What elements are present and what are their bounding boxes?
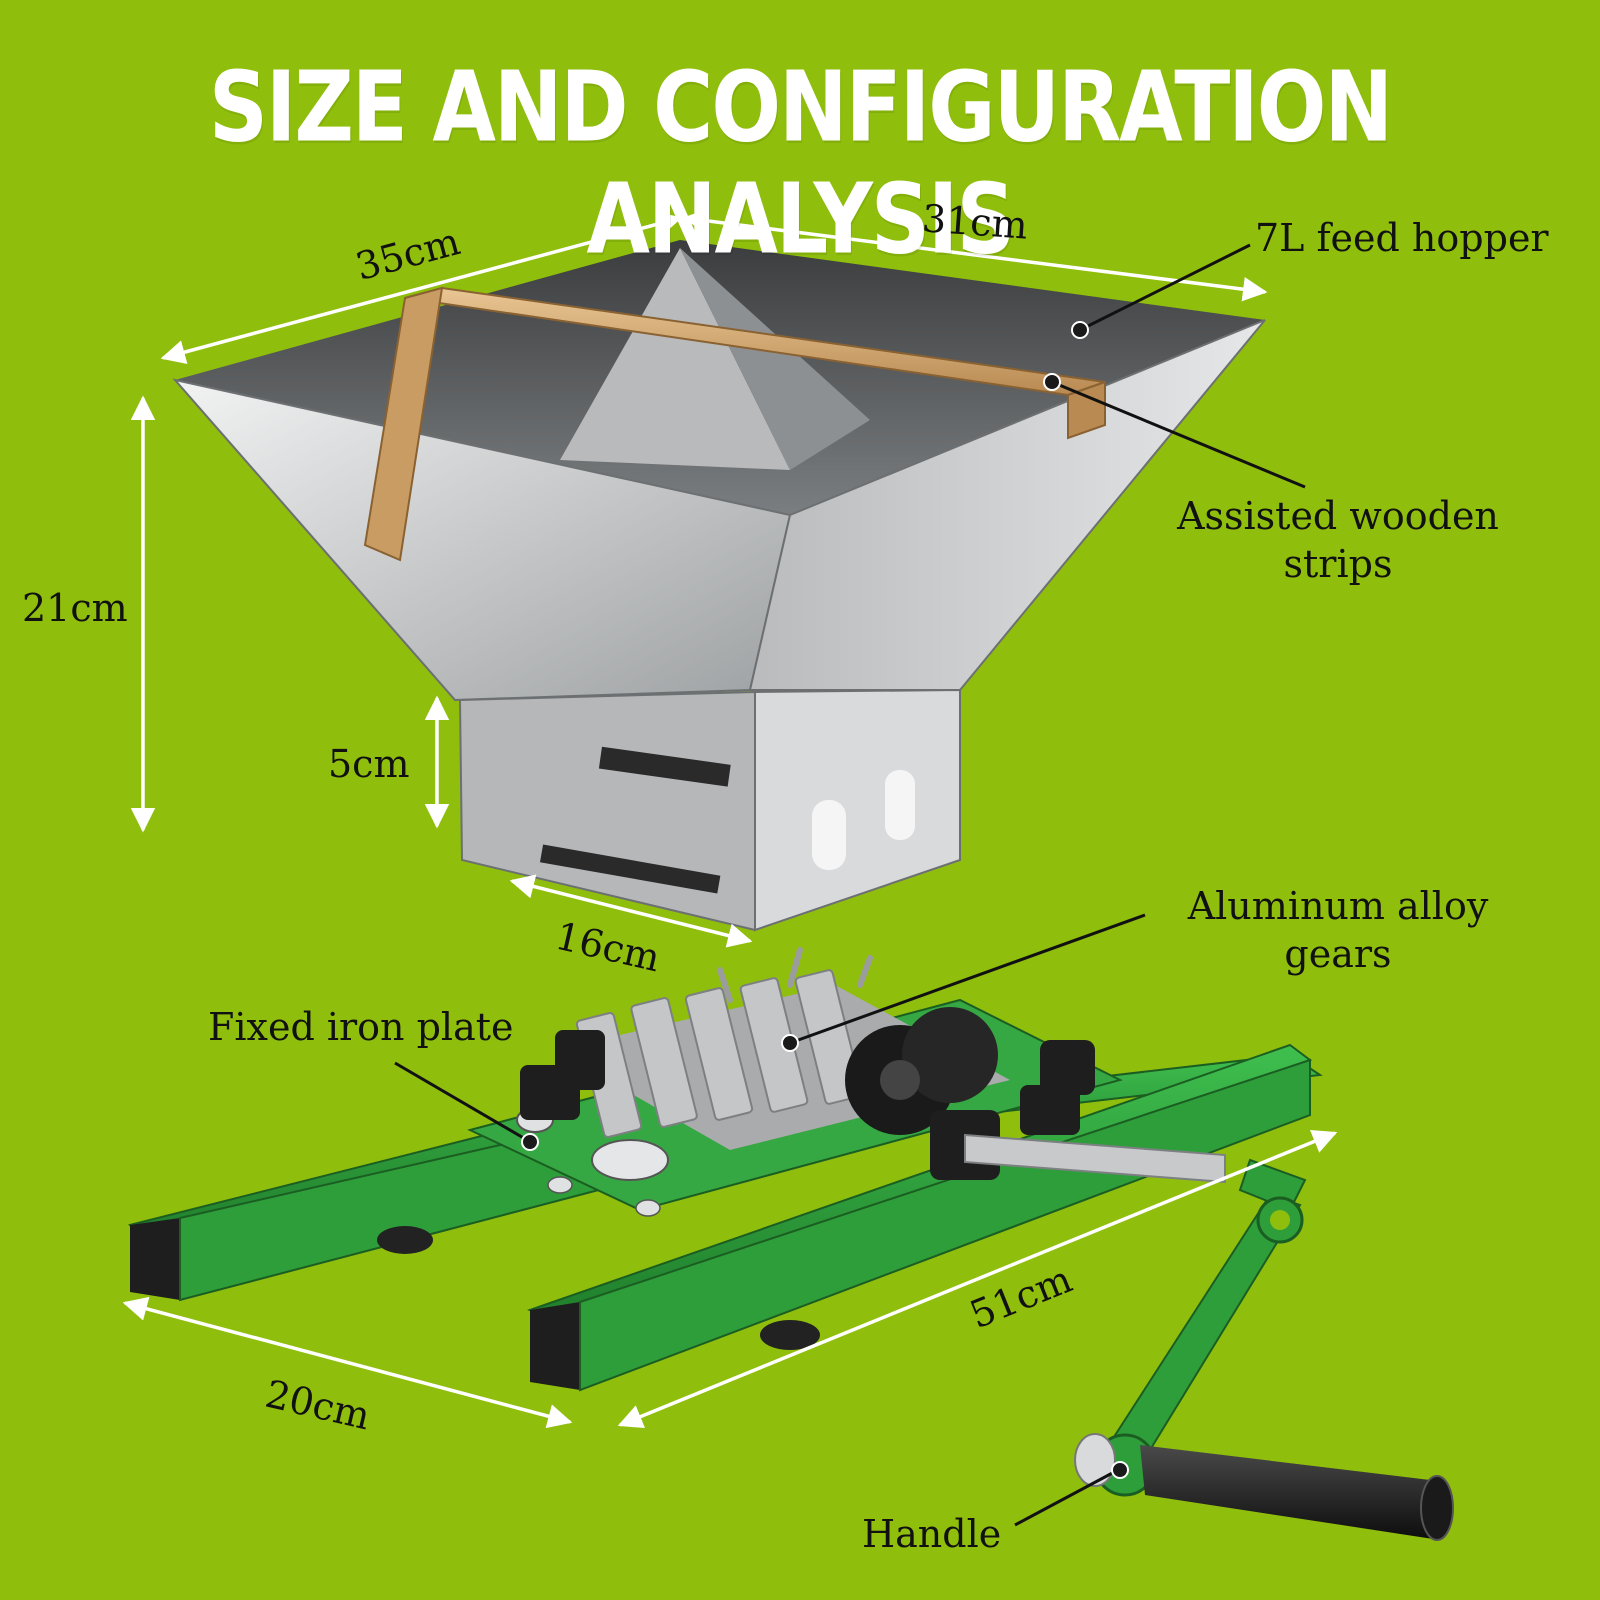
handle-grip (1140, 1445, 1440, 1540)
arrow-20cm (122, 1296, 573, 1429)
leader-feed-hopper (1079, 243, 1251, 332)
page-title: SIZE AND CONFIGURATION ANALYSIS (208, 52, 1393, 277)
hopper-neck (458, 690, 756, 932)
dim-hopper-width: 31cm (920, 196, 1030, 248)
label-wooden-strips: Assisted wooden strips (1168, 492, 1508, 588)
label-wooden-strips-line2: strips (1283, 542, 1393, 586)
arrow-35cm (160, 211, 683, 365)
feed-hopper (172, 240, 1266, 932)
leader-gears (789, 913, 1146, 1045)
leader-iron-plate (394, 1061, 528, 1142)
dim-neck-height: 5cm (328, 742, 410, 786)
arrow-16cm (509, 874, 753, 948)
label-gears: Aluminum alloy gears (1168, 882, 1508, 978)
dim-hopper-height: 21cm (22, 586, 128, 630)
dimension-arrows (122, 208, 1338, 1429)
label-handle: Handle (862, 1512, 1002, 1556)
arrow-51cm (617, 1129, 1338, 1429)
leader-wooden-strips (1051, 380, 1306, 489)
frame-foot-left (130, 1218, 180, 1300)
arrow-31cm (682, 208, 1268, 302)
label-feed-hopper: 7L feed hopper (1255, 216, 1549, 260)
label-iron-plate: Fixed iron plate (208, 1005, 514, 1049)
label-gears-line2: gears (1284, 932, 1392, 976)
frame-foot-right (530, 1302, 580, 1390)
callout-leaders (394, 243, 1306, 1527)
label-gears-line1: Aluminum alloy (1187, 884, 1489, 928)
label-wooden-strips-line1: Assisted wooden (1177, 494, 1499, 538)
leader-handle (1014, 1468, 1119, 1527)
callout-dots (521, 321, 1129, 1479)
